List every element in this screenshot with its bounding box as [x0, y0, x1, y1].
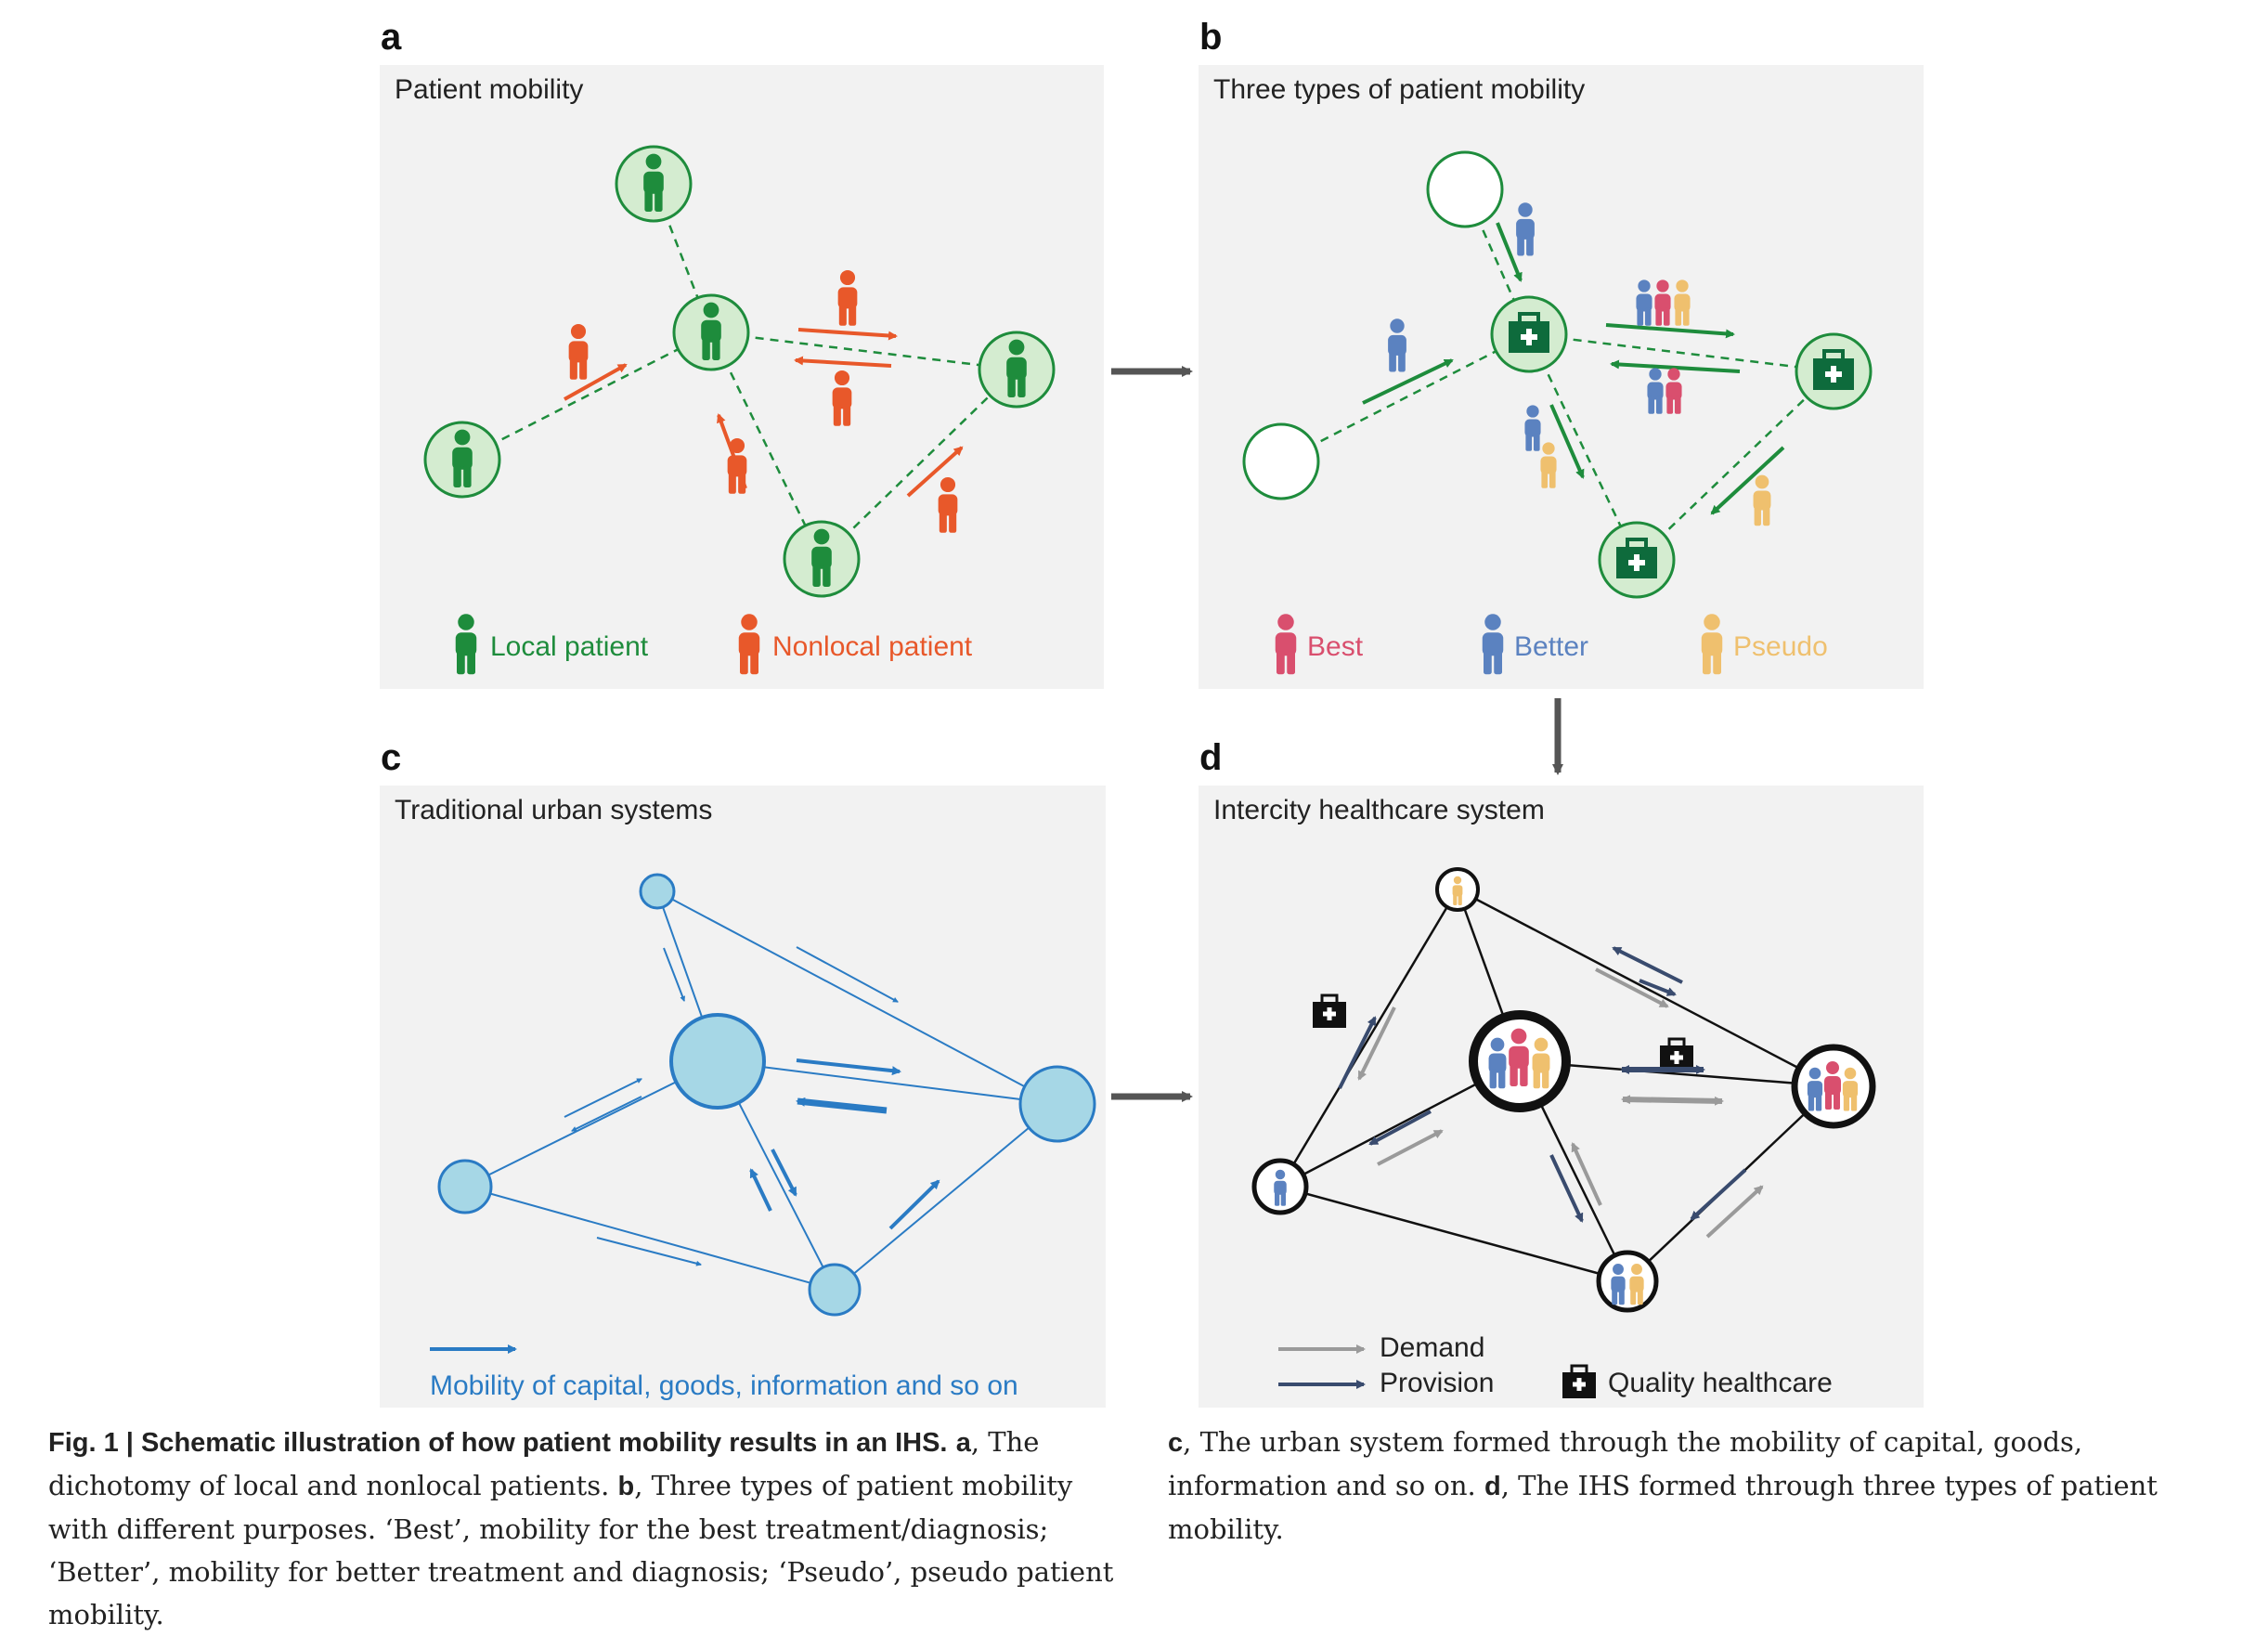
panel-b-nodes [1242, 150, 1873, 599]
caption-fig-label: Fig. 1 | [48, 1428, 141, 1458]
caption-a-text: , The dichotomy of local and nonlocal pa… [48, 1426, 1040, 1501]
legend-quality-icon [1561, 1364, 1598, 1400]
caption-fig-title: Schematic illustration of how patient mo… [140, 1428, 948, 1458]
city-node-2 [669, 1013, 766, 1110]
node-hospital-1 [1490, 295, 1568, 373]
panel-letter-c: c [381, 737, 402, 778]
node-local-4 [423, 421, 501, 499]
panel-d: Intercity healthcare system [1199, 786, 1924, 1408]
ihs-node-5 [1596, 1250, 1659, 1313]
node-local-2 [672, 293, 750, 371]
node-local-3 [978, 331, 1056, 409]
node-empty-2 [1242, 422, 1320, 500]
node-local-5 [783, 520, 861, 598]
legend-pseudo-label: Pseudo [1733, 631, 1828, 662]
panel-b: Three types of patient mobility [1199, 65, 1924, 689]
panel-c-nodes [437, 873, 1096, 1317]
panel-letter-b: b [1199, 17, 1223, 58]
panel-a-edges [461, 183, 1017, 560]
city-node-3 [1018, 1065, 1096, 1143]
legend-quality-label: Quality healthcare [1608, 1368, 1833, 1398]
legend-provision-label: Provision [1380, 1368, 1495, 1398]
panel-b-edges [1280, 188, 1834, 561]
legend-best-label: Best [1307, 631, 1364, 662]
panel-letter-d: d [1199, 737, 1223, 778]
panel-a-graph [423, 145, 1056, 675]
legend-pseudo-person-icon [1701, 614, 1723, 675]
caption-c-text: , The urban system formed through the mo… [1168, 1426, 2083, 1501]
figure-caption-left: Fig. 1 | Schematic illustration of how p… [48, 1421, 1116, 1636]
panel-b-graph [1242, 150, 1873, 675]
panel-a-nonlocal-persons [568, 269, 958, 533]
legend-better-person-icon [1482, 614, 1504, 675]
city-node-1 [639, 873, 676, 910]
node-hospital-3 [1598, 521, 1676, 599]
panel-b-flows [1362, 222, 1785, 515]
panel-d-nodes [1251, 867, 1876, 1313]
legend-best-person-icon [1275, 614, 1297, 675]
node-local-1 [615, 145, 693, 223]
panel-d-node-persons [1274, 876, 1859, 1305]
panel-a-flows [564, 328, 964, 498]
panel-c-title: Traditional urban systems [395, 795, 713, 825]
node-hospital-2 [1795, 332, 1873, 410]
node-empty-1 [1426, 150, 1504, 228]
panel-c-edges [464, 890, 1058, 1291]
panel-a-title: Patient mobility [395, 74, 584, 105]
panel-a: Patient mobility [380, 65, 1104, 689]
legend-local-label: Local patient [490, 631, 649, 662]
city-node-4 [437, 1159, 493, 1214]
legend-mobility-label: Mobility of capital, goods, information … [430, 1370, 1018, 1401]
panel-d-title: Intercity healthcare system [1213, 795, 1545, 825]
caption-d-text: , The IHS formed through three types of … [1168, 1470, 2158, 1545]
caption-c-letter: c [1168, 1428, 1184, 1458]
city-node-5 [808, 1263, 862, 1317]
figure-caption-right: c, The urban system formed through the m… [1168, 1421, 2236, 1551]
panel-a-nodes [423, 145, 1056, 598]
panel-d-flows [1338, 946, 1764, 1239]
legend-demand-label: Demand [1380, 1332, 1485, 1363]
connector-arrows [1111, 366, 1563, 1102]
legend-local-person-icon [455, 614, 477, 675]
caption-d-letter: d [1484, 1472, 1501, 1501]
legend-nonlocal-label: Nonlocal patient [772, 631, 973, 662]
legend-better-label: Better [1514, 631, 1589, 662]
panel-c-graph [430, 873, 1096, 1354]
panel-c: Traditional urban systems [380, 786, 1106, 1408]
panel-letter-a: a [381, 17, 402, 58]
caption-b-letter: b [617, 1472, 635, 1501]
caption-a-letter: a [955, 1428, 971, 1458]
legend-nonlocal-person-icon [738, 614, 760, 675]
panel-d-graph [1251, 867, 1876, 1400]
panel-b-title: Three types of patient mobility [1213, 74, 1586, 105]
panel-c-flows [564, 946, 940, 1266]
